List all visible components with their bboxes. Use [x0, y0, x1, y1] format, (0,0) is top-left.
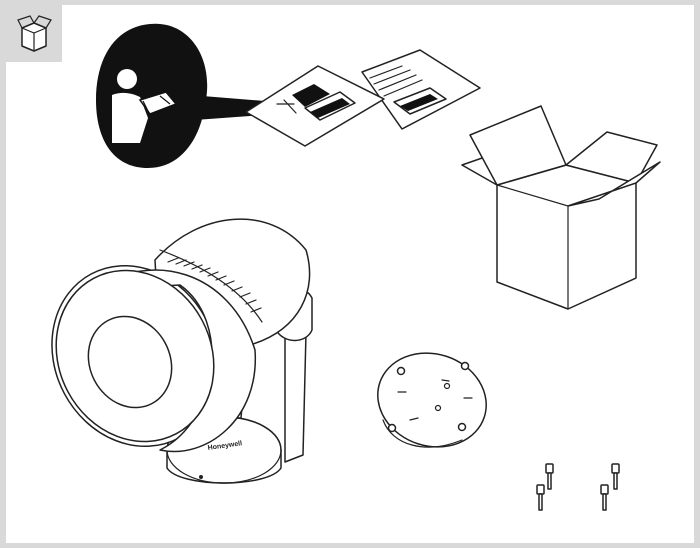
brand-mark: Honeywell — [207, 440, 242, 452]
read-manual-icon — [96, 23, 290, 168]
screw — [545, 463, 554, 490]
screw — [611, 463, 620, 490]
screws — [536, 463, 620, 511]
mounting-plate — [377, 352, 487, 448]
screw — [536, 484, 545, 511]
unboxing-icon — [17, 15, 52, 52]
shipping-box — [461, 105, 661, 310]
manual-pages — [245, 49, 481, 147]
spotlight-lamp: Honeywell — [51, 218, 313, 484]
screw — [600, 484, 609, 511]
